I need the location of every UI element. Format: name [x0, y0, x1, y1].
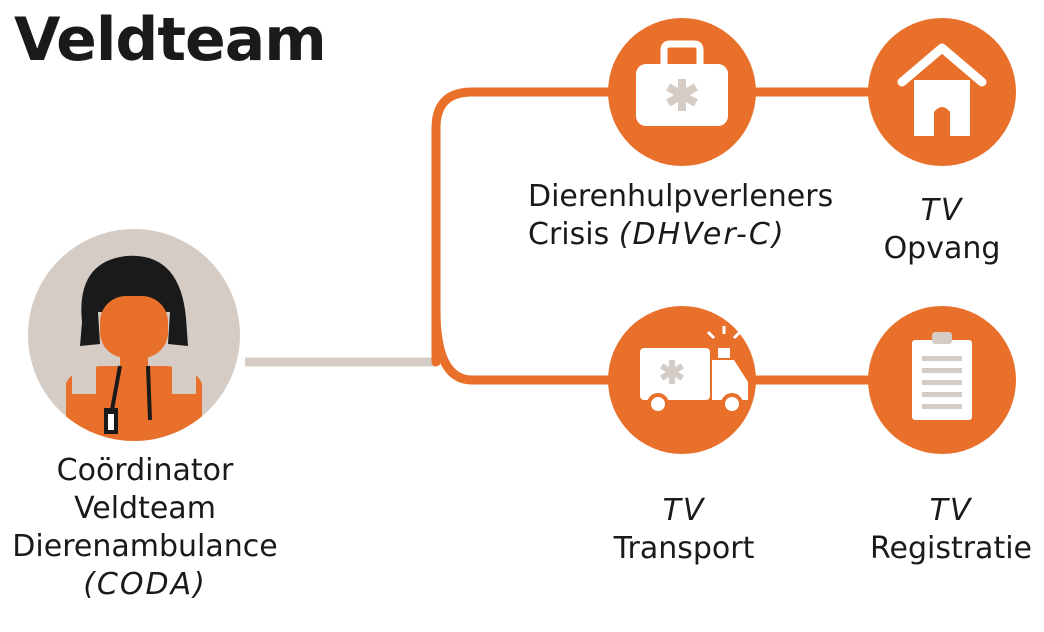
- dhver-line2-wrap: Crisis (DHVer-C): [528, 216, 833, 254]
- coordinator-abbr: (CODA): [83, 567, 207, 602]
- person-avatar-icon: [28, 229, 240, 441]
- dhver-line1: Dierenhulpverleners: [528, 179, 834, 214]
- opvang-prefix: TV: [920, 193, 964, 228]
- ambulance-icon: [608, 306, 756, 454]
- opvang-name: Opvang: [883, 231, 1001, 266]
- connector-branch: [431, 87, 685, 385]
- clipboard-icon: [868, 306, 1016, 454]
- registratie-prefix: TV: [929, 493, 973, 528]
- house-icon: [868, 18, 1016, 166]
- registratie-label: TV Registratie: [858, 492, 1044, 568]
- dhver-line2: Crisis: [528, 217, 610, 252]
- registratie-name: Registratie: [870, 531, 1032, 566]
- transport-prefix: TV: [662, 493, 706, 528]
- coordinator-org: Dierenambulance: [12, 529, 278, 564]
- medical-kit-icon: [608, 18, 756, 166]
- page-title: Veldteam: [14, 5, 327, 75]
- coordinator-team: Veldteam: [74, 491, 216, 526]
- dhver-abbr: (DHVer-C): [618, 217, 786, 252]
- coordinator-role: Coördinator: [56, 453, 234, 488]
- opvang-label: TV Opvang: [880, 192, 1004, 268]
- coordinator-label: Coördinator Veldteam Dierenambulance (CO…: [0, 452, 290, 604]
- transport-name: Transport: [613, 531, 755, 566]
- dhver-label: Dierenhulpverleners Crisis (DHVer-C): [528, 178, 833, 254]
- transport-label: TV Transport: [604, 492, 764, 568]
